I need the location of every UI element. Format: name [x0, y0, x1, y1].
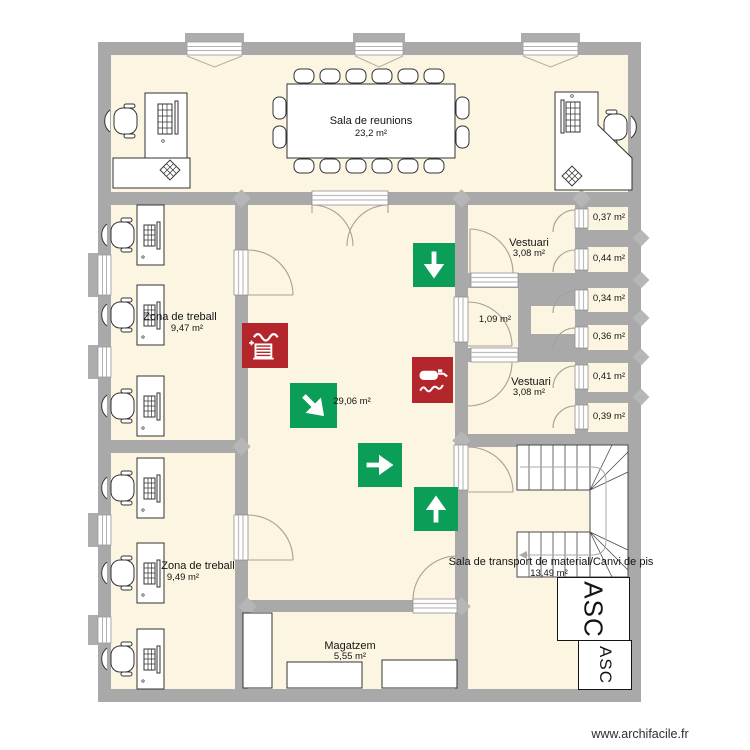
room-area-vestuari-1: 3,08 m²	[512, 247, 546, 259]
stall-4	[588, 325, 628, 350]
room-area-sala-transport: 13,49 m²	[530, 567, 568, 579]
stall-area-6: 0,39 m²	[592, 410, 626, 422]
watermark: www.archifacile.fr	[591, 727, 689, 741]
window-sill	[88, 345, 98, 379]
elevator-asc-1: ASC	[557, 577, 630, 641]
window-sill	[88, 615, 98, 645]
exit-arrow-up-icon	[414, 487, 458, 531]
room-area-zona-treball-2: 9,49 m²	[166, 571, 200, 583]
elevator-label: ASC	[579, 580, 609, 638]
elevator-label: ASC	[596, 646, 615, 684]
stall-6	[588, 403, 628, 432]
stall-1	[588, 207, 628, 230]
stall-3	[588, 288, 628, 312]
room-area-magatzem: 5,55 m²	[333, 650, 367, 662]
room-area-vestuari-2: 3,08 m²	[512, 386, 546, 398]
room-area-cabina-petita: 1,09 m²	[478, 313, 512, 325]
room-label-zona-treball-1: Zona de treball	[143, 310, 217, 323]
corridor-notch	[531, 306, 575, 334]
stall-area-1: 0,37 m²	[592, 211, 626, 223]
window-sill	[353, 33, 405, 42]
stall-area-2: 0,44 m²	[592, 252, 626, 264]
room-area-zona-treball-1: 9,47 m²	[170, 322, 204, 334]
fire-hose-reel-icon	[242, 323, 288, 368]
window-sill	[521, 33, 580, 42]
exit-arrow-down-icon	[413, 243, 455, 287]
stall-area-3: 0,34 m²	[592, 292, 626, 304]
exit-arrow-right-icon	[358, 443, 402, 487]
window-sill	[88, 513, 98, 547]
window-sill	[88, 253, 98, 297]
room-label-sala-reunions: Sala de reunions	[329, 114, 413, 127]
room-label-zona-treball-2: Zona de treball	[161, 559, 235, 572]
window-sill	[185, 33, 244, 42]
room-area-sala-central: 29,06 m²	[333, 395, 371, 407]
stall-5	[588, 363, 628, 392]
room-label-vestuari-1: Vestuari	[509, 236, 549, 249]
stall-area-5: 0,41 m²	[592, 370, 626, 382]
room-label-vestuari-2: Vestuari	[511, 375, 551, 388]
elevator-asc-2: ASC	[578, 640, 632, 690]
room-label-sala-transport: Sala de transport de material/Canvi de p…	[448, 555, 654, 568]
exit-arrow-down-right-icon	[290, 383, 337, 428]
fire-extinguisher-icon	[412, 357, 453, 403]
room-area-sala-reunions: 23,2 m²	[354, 127, 388, 139]
stall-area-4: 0,36 m²	[592, 330, 626, 342]
stall-2	[588, 247, 628, 272]
room-label-magatzem: Magatzem	[324, 639, 376, 652]
